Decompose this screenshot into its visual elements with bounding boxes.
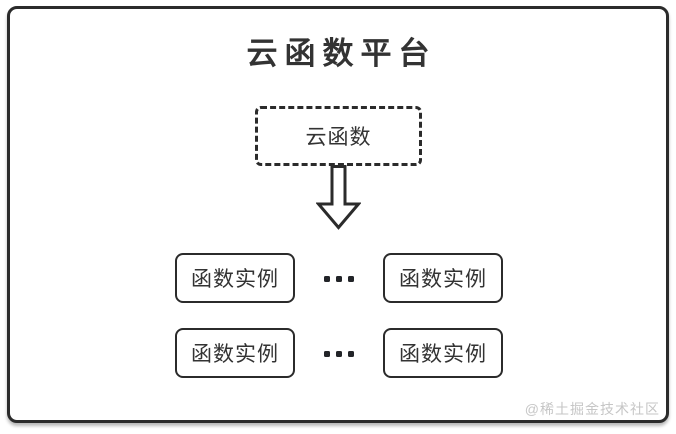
cloud-function-label: 云函数 (305, 126, 372, 149)
dot (348, 351, 354, 357)
function-instance-box: 函数实例 (383, 253, 503, 303)
diagram-title: 云函数平台 (246, 36, 437, 71)
function-instance-box: 函数实例 (175, 328, 295, 378)
function-instance-box: 函数实例 (383, 328, 503, 378)
dot (324, 351, 330, 357)
ellipsis-icon (324, 276, 354, 282)
dot (336, 351, 342, 357)
cloud-function-box: 云函数 (255, 106, 422, 166)
dot (324, 276, 330, 282)
ellipsis-icon (324, 351, 354, 357)
down-arrow-icon (316, 165, 361, 230)
watermark: @稀土掘金技术社区 (524, 401, 660, 417)
function-instance-box: 函数实例 (175, 253, 295, 303)
dot (348, 276, 354, 282)
dot (336, 276, 342, 282)
